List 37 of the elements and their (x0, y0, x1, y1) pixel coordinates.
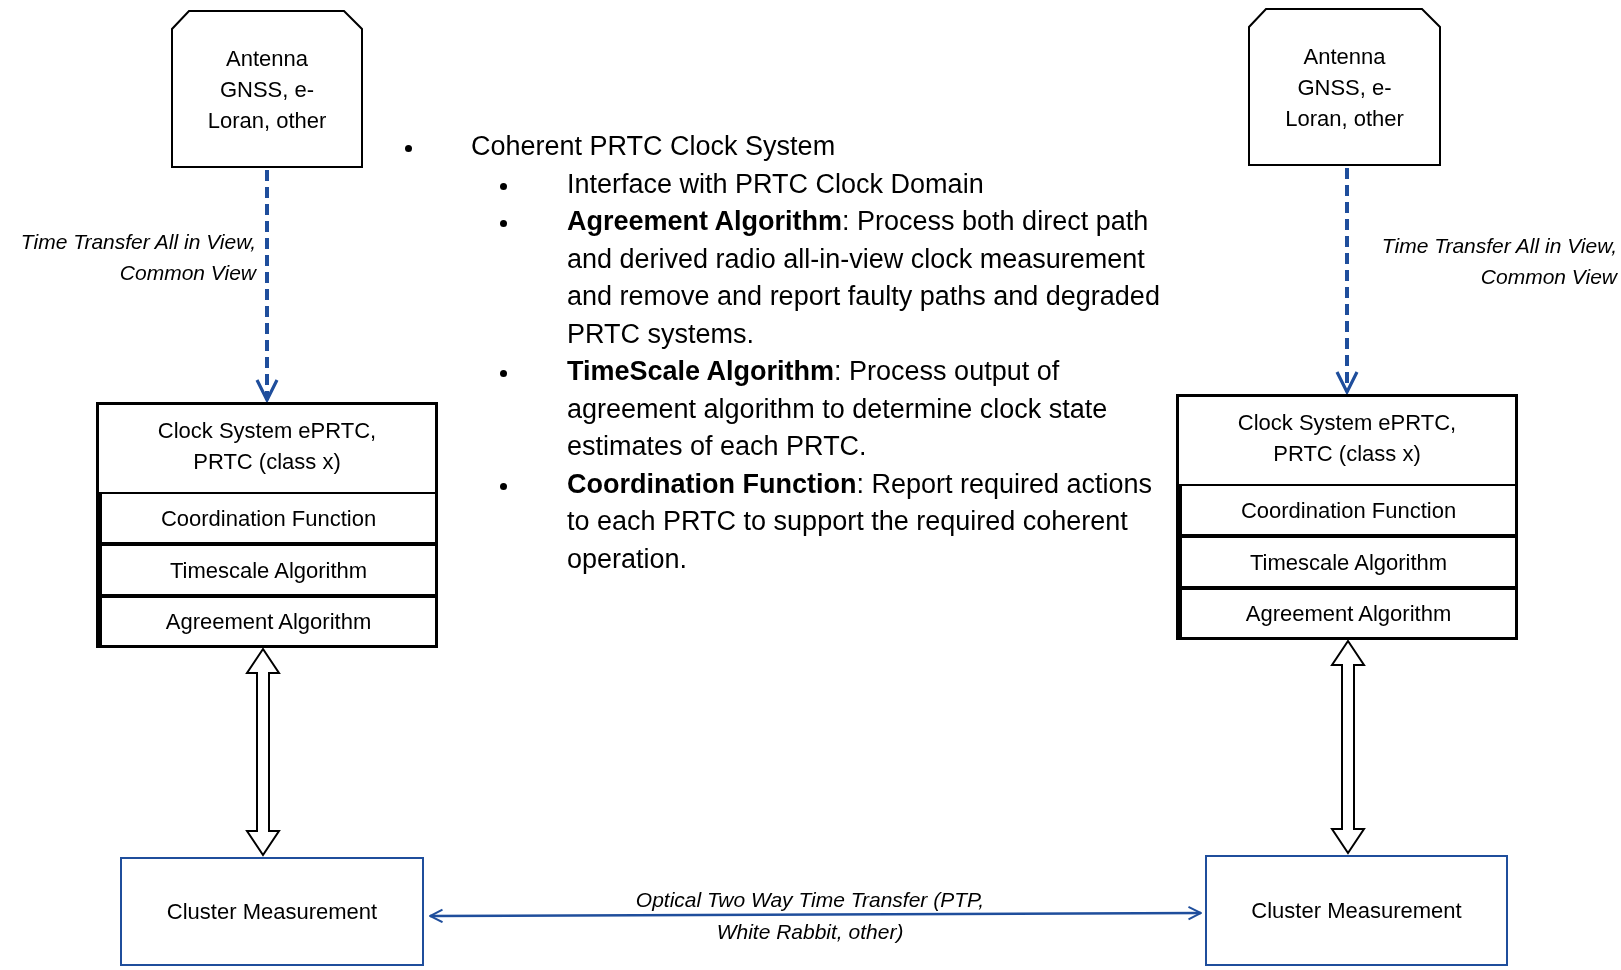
node-text: Agreement Algorithm (1245, 600, 1452, 628)
node-text: Timescale Algorithm (1249, 548, 1448, 577)
node-text: Antenna GNSS, e-Loran, other (1284, 42, 1405, 133)
arrow (429, 905, 1202, 924)
bullet-text: Coherent PRTC Clock System (471, 130, 837, 163)
double-arrow (245, 647, 281, 857)
function-box (99, 596, 437, 647)
function-box (1179, 484, 1517, 536)
node-text: Coordination Function (160, 504, 377, 533)
edge-label: Optical Two Way Time Transfer (PTP, White Rabbit, other) (634, 887, 986, 945)
function-box (1179, 536, 1517, 588)
node-text: Timescale Algorithm (169, 556, 368, 585)
function-box (1179, 588, 1517, 639)
edge-label: Time Transfer All in View, Common View (19, 229, 256, 286)
function-box (99, 544, 437, 596)
node-text: Antenna GNSS, e-Loran, other (207, 44, 327, 135)
bullet-text: Interface with PRTC Clock Domain (567, 167, 985, 201)
cluster-measurement-box (120, 857, 424, 966)
cluster-measurement-box (1205, 855, 1508, 966)
node-text: Cluster Measurement (166, 898, 378, 926)
edge-label: Time Transfer All in View, Common View (1380, 233, 1617, 290)
node-text: Coordination Function (1240, 496, 1457, 525)
clock-system-box (1176, 394, 1518, 640)
antenna-box (1248, 8, 1441, 166)
bullet-text: Agreement Algorithm: Process both direct path and derived radio all-in-view clock measurement and remove and report faulty paths and degraded PRTC systems. (567, 205, 1161, 351)
function-box (99, 492, 437, 544)
dashed-arrow (1335, 168, 1359, 394)
node-text: Clock System ePRTC, PRTC (class x) (1236, 409, 1458, 468)
antenna-box (171, 10, 363, 168)
clock-system-box (96, 402, 438, 648)
node-text: Cluster Measurement (1251, 897, 1462, 925)
node-text: Clock System ePRTC, PRTC (class x) (156, 417, 378, 476)
node-text: Agreement Algorithm (165, 608, 372, 636)
dashed-arrow (255, 170, 279, 402)
bullet-text: TimeScale Algorithm: Process output of agreement algorithm to determine clock state estimates of each PRTC. (567, 355, 1109, 463)
bullet-text: Coordination Function: Report required actions to each PRTC to support the required coherent operation. (567, 467, 1154, 576)
double-arrow (1330, 639, 1366, 855)
